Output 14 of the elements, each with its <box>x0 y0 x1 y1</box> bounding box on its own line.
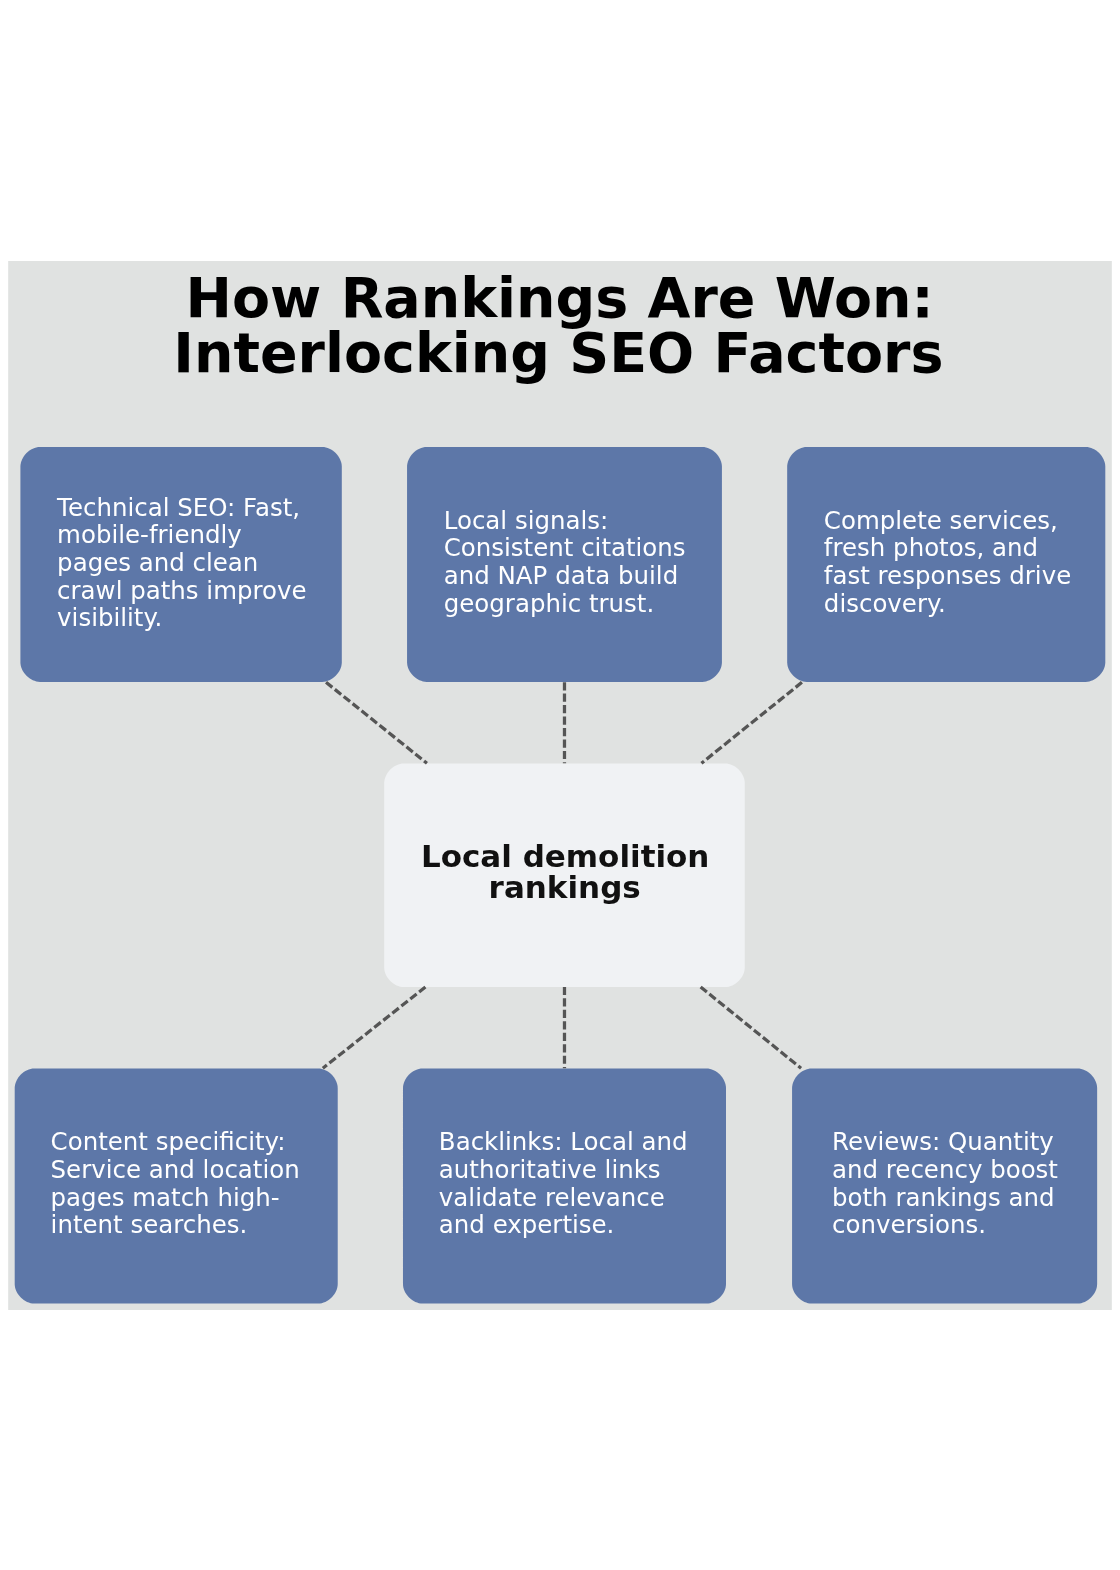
node-box: Local signals: Consistent citations and NAP data build geographic trust. <box>407 446 722 682</box>
connector <box>700 680 803 765</box>
node-box: Complete services, fresh photos, and fast responses drive discovery. <box>787 446 1106 682</box>
connector <box>562 681 567 763</box>
connector <box>699 985 803 1069</box>
connector <box>325 680 428 765</box>
connector <box>562 986 567 1068</box>
node-box: Technical SEO: Fast, mobile-friendly pages and clean crawl paths improve visibility. <box>20 446 342 682</box>
node-box: Backlinks: Local and authoritative links validate relevance and expertise. <box>403 1068 726 1303</box>
connector <box>321 985 427 1069</box>
node-box: Content specificity: Service and location pages match high-intent searches. <box>14 1068 338 1303</box>
diagram-title: How Rankings Are Won: Interlocking SEO Factors <box>173 265 944 385</box>
node-box: Reviews: Quantity and recency boost both rankings and conversions. <box>792 1068 1098 1303</box>
node-box: Local demolition rankings <box>384 763 745 987</box>
